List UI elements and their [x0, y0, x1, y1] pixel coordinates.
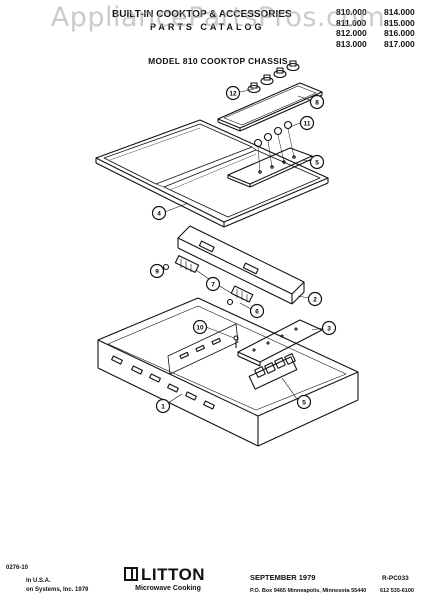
callout-8: 8 — [309, 94, 325, 110]
brand-name: LITTON — [141, 565, 206, 584]
model-number: 814.000 — [384, 7, 415, 17]
callout-5: 5 — [309, 154, 325, 170]
callout-bubbles: 12 8 11 5 4 9 7 2 6 3 10 5 1 — [149, 85, 337, 414]
callout-10: 10 — [192, 319, 208, 335]
callout-4: 4 — [151, 205, 167, 221]
chassis-box — [97, 297, 359, 447]
terminal-block-upper — [174, 255, 200, 273]
callout-5: 5 — [296, 394, 312, 410]
catalog-subtitle: PARTS CATALOG — [150, 22, 265, 32]
phone-number: 612 535-6100 — [380, 588, 414, 594]
litton-logo-mark — [124, 567, 138, 581]
model-number: 817.000 — [384, 38, 415, 49]
model-number: 815.000 — [384, 17, 415, 28]
callout-label: 8 — [315, 100, 319, 107]
mounting-screws — [162, 263, 239, 348]
mailing-address: P.O. Box 9465 Minneapolis, Minnesota 554… — [250, 588, 367, 594]
callout-label: 2 — [313, 297, 317, 304]
terminal-block-lower — [230, 285, 254, 303]
callout-12: 12 — [225, 85, 241, 101]
control-knobs-lower — [253, 120, 293, 148]
callout-label: 3 — [327, 326, 331, 333]
model-number: 810.000 — [336, 7, 367, 17]
model-number: 813.000 — [336, 38, 367, 49]
copyright: on Systems, Inc. 1979 — [26, 587, 89, 593]
publication-date: SEPTEMBER 1979 — [250, 573, 316, 582]
callout-label: 9 — [155, 269, 159, 276]
callout-2: 2 — [307, 291, 323, 307]
printed-in: In U.S.A. — [26, 578, 51, 584]
callout-11: 11 — [299, 115, 315, 131]
cooktop-frame — [95, 119, 329, 228]
callout-label: 12 — [229, 91, 237, 98]
callout-leaders — [161, 88, 324, 404]
model-number-list: 810.000 814.000 811.000 815.000 812.000 … — [336, 7, 432, 49]
switch-bank — [248, 353, 298, 390]
page-code: R-PC033 — [382, 575, 409, 582]
callout-label: 4 — [157, 211, 161, 218]
control-knobs-upper — [247, 60, 300, 94]
callout-label: 10 — [196, 325, 204, 332]
control-panel-upper — [217, 82, 323, 132]
model-number: 811.000 — [336, 17, 367, 28]
model-number: 816.000 — [384, 28, 415, 38]
callout-label: 7 — [211, 282, 215, 289]
callout-3: 3 — [321, 320, 337, 336]
callout-6: 6 — [249, 303, 265, 319]
callout-label: 1 — [161, 404, 165, 411]
callout-9: 9 — [149, 263, 165, 279]
model-number: 812.000 — [336, 28, 367, 38]
callout-label: 6 — [255, 309, 259, 316]
callout-label: 5 — [302, 400, 306, 407]
callout-7: 7 — [205, 276, 221, 292]
litton-logo: LITTON Microwave Cooking — [124, 565, 212, 598]
heat-shield-bracket — [177, 225, 305, 305]
wiring-rail — [237, 319, 323, 367]
catalog-code: 0276-10 — [6, 565, 29, 571]
brand-tagline: Microwave Cooking — [135, 585, 201, 592]
callout-label: 5 — [315, 160, 319, 167]
knob-shafts — [257, 128, 295, 173]
catalog-title: BUILT-IN COOKTOP & ACCESSORIES — [112, 9, 292, 20]
sheet-title: MODEL 810 COOKTOP CHASSIS — [148, 56, 288, 66]
callout-label: 11 — [304, 121, 311, 128]
callout-1: 1 — [155, 398, 171, 414]
